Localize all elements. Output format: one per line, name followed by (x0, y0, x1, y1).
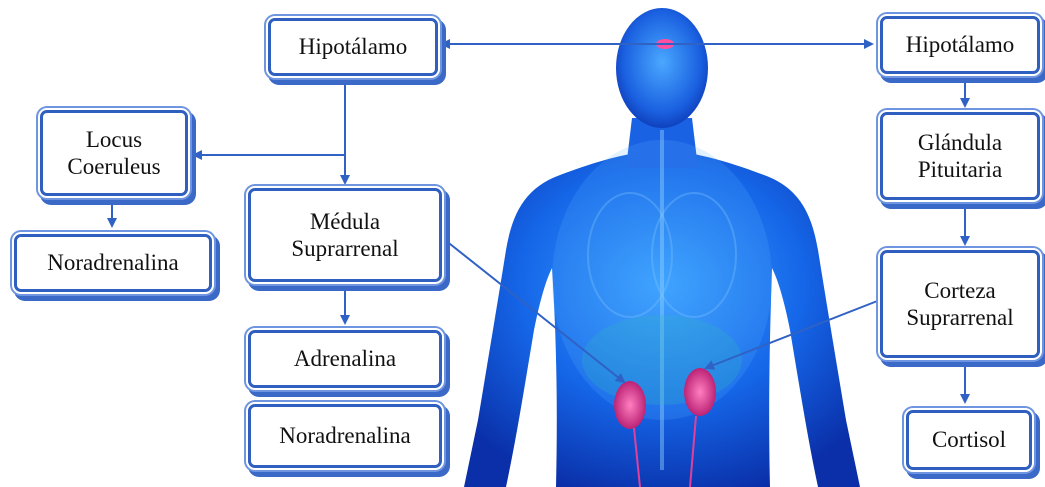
glandula-label-line1: Glándula (918, 129, 1002, 156)
box-noradrenalina-left: Noradrenalina (14, 234, 212, 292)
body-head (616, 8, 708, 128)
hipotalamo-right-label: Hipotálamo (906, 31, 1015, 58)
box-adrenalina: Adrenalina (248, 330, 442, 388)
noradrenalina-left-label: Noradrenalina (47, 249, 179, 276)
adrenalina-label: Adrenalina (294, 345, 396, 372)
locus-label-line2: Coeruleus (67, 153, 160, 180)
box-cortisol: Cortisol (906, 410, 1032, 470)
box-hipotalamo-right: Hipotálamo (880, 16, 1040, 74)
box-glandula-pituitaria: Glándula Pituitaria (880, 112, 1040, 200)
locus-label-line1: Locus (67, 126, 160, 153)
medula-label-line2: Suprarrenal (291, 235, 398, 262)
hipotalamo-left-label: Hipotálamo (299, 33, 408, 60)
kidney-right (684, 368, 716, 416)
box-noradrenalina-bottom: Noradrenalina (248, 404, 442, 468)
kidney-left (614, 381, 646, 429)
glandula-label-line2: Pituitaria (918, 156, 1002, 183)
corteza-label-line1: Corteza (906, 277, 1013, 304)
box-medula-suprarrenal: Médula Suprarrenal (248, 188, 442, 282)
box-locus-coeruleus: Locus Coeruleus (40, 110, 188, 196)
human-body-illustration (464, 8, 860, 487)
abdomen-region (582, 315, 742, 405)
corteza-label-line2: Suprarrenal (906, 304, 1013, 331)
medula-label-line1: Médula (291, 208, 398, 235)
box-corteza-suprarrenal: Corteza Suprarrenal (880, 250, 1040, 358)
noradrenalina-bottom-label: Noradrenalina (279, 422, 411, 449)
cortisol-label: Cortisol (932, 426, 1006, 453)
box-hipotalamo-left: Hipotálamo (268, 18, 438, 76)
